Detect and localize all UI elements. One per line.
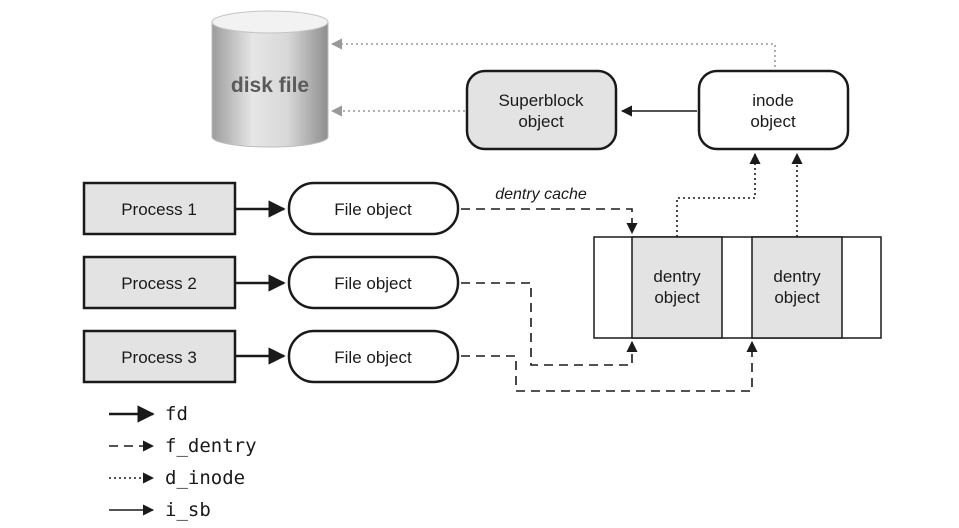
disk-file-label: disk file bbox=[231, 74, 309, 97]
process-1-label: Process 1 bbox=[121, 200, 197, 219]
superblock-object: Superblock object bbox=[465, 69, 618, 151]
fdentry-arrow-1 bbox=[461, 208, 638, 235]
inode-to-disk-arrow bbox=[330, 38, 776, 72]
dentry-cache-label: dentry cache bbox=[495, 186, 587, 203]
superblock-label-line1: Superblock bbox=[498, 91, 584, 110]
dentry-1-label-line2: object bbox=[654, 288, 700, 307]
process-3-box: Process 3 bbox=[82, 329, 237, 384]
superblock-label-line2: object bbox=[518, 112, 564, 131]
legend-fd-label: fd bbox=[165, 403, 188, 425]
legend-dinode-label: d_inode bbox=[165, 467, 245, 489]
fdentry-arrow-2 bbox=[461, 282, 638, 366]
legend: fd f_dentry d_inode i_sb bbox=[109, 403, 257, 521]
file-object-3: File object bbox=[287, 329, 460, 384]
dentry-object-1 bbox=[631, 236, 723, 339]
dentry-2-label-line2: object bbox=[774, 288, 820, 307]
fdentry-arrow-3 bbox=[461, 340, 758, 392]
process-3-label: Process 3 bbox=[121, 348, 197, 367]
legend-isb-label: i_sb bbox=[165, 499, 211, 521]
dentry-1-label-line1: dentry bbox=[653, 267, 701, 286]
process-2-label: Process 2 bbox=[121, 274, 197, 293]
file-object-2-label: File object bbox=[334, 274, 412, 293]
dentry-cache-table: dentry object dentry object bbox=[593, 236, 882, 339]
inode-label-line1: inode bbox=[752, 91, 794, 110]
process-2-box: Process 2 bbox=[82, 255, 237, 310]
dinode-arrow-1 bbox=[676, 152, 761, 237]
file-object-2: File object bbox=[287, 255, 460, 310]
legend-fdentry-label: f_dentry bbox=[165, 435, 257, 457]
dentry-object-2 bbox=[751, 236, 843, 339]
dentry-2-label-line1: dentry bbox=[773, 267, 821, 286]
inode-object: inode object bbox=[697, 69, 850, 151]
inode-label-line2: object bbox=[750, 112, 796, 131]
process-1-box: Process 1 bbox=[82, 181, 237, 236]
file-object-3-label: File object bbox=[334, 348, 412, 367]
file-object-1: File object bbox=[287, 181, 460, 236]
disk-file: disk file bbox=[211, 10, 329, 148]
file-object-1-label: File object bbox=[334, 200, 412, 219]
